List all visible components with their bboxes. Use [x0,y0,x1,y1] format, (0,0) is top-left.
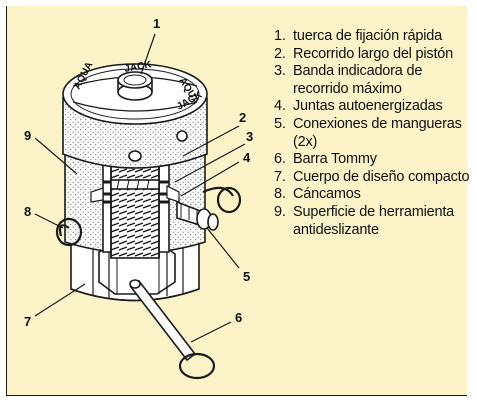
legend-number: 9. [274,203,286,220]
aqua-jack-illustration: AQUA JACK AQUA JACK 1 2 3 4 5 6 7 8 9 [24,16,253,380]
callout-9: 9 [24,128,31,143]
legend-number: 1. [274,28,286,44]
callout-4: 4 [243,150,251,165]
legend-item: 2. Recorrido largo del pistón [274,46,477,64]
legend-text: Barra Tommy [293,151,377,168]
callout-3: 3 [246,129,253,144]
legend-number: 8. [274,186,286,203]
legend-text: Cuerpo de diseño compacto [293,168,470,185]
legend-item: 9. Superficie de herramienta antideslizan… [274,204,477,239]
legend-text: Conexiones de mangueras (2x) [293,115,462,150]
legend-number: 2. [274,45,286,62]
legend-text: tuerca de fijación rápida [293,28,442,44]
callout-5: 5 [243,269,250,284]
legend-number: 5. [274,115,286,132]
legend-item: 1. tuerca de fijación rápida [274,28,477,46]
legend-text: Cáncamos [293,186,361,203]
leader-lines [34,33,246,343]
diagram-panel: AQUA JACK AQUA JACK 1 2 3 4 5 6 7 8 9 1.… [6,6,470,396]
legend-item: 4. Juntas autoenergizadas [274,98,477,116]
legend-item: 8. Cáncamos [274,186,477,204]
engraving-top: JACK [124,59,153,75]
legend-text: Recorrido largo del pistón [293,45,454,62]
callout-8: 8 [24,204,31,219]
legend-number: 4. [274,98,286,115]
jack-body [55,63,242,380]
callout-2: 2 [239,110,246,125]
legend-item: 5. Conexiones de mangueras (2x) [274,116,477,151]
legend-number: 3. [274,63,286,80]
legend-item: 3. Banda indicadora de recorrido máximo [274,63,477,98]
legend-text: Superficie de herramienta antideslizante [293,203,455,238]
legend-text: Juntas autoenergizadas [293,98,443,115]
callout-7: 7 [24,314,31,329]
legend-item: 6. Barra Tommy [274,151,477,169]
legend-item: 7. Cuerpo de diseño compacto [274,169,477,187]
callout-6: 6 [235,310,242,325]
legend-text: Banda indicadora de recorrido máximo [293,63,423,97]
legend-number: 7. [274,168,286,185]
parts-legend: 1. tuerca de fijación rápida 2. Recorrido … [274,28,477,239]
callout-1: 1 [153,16,160,31]
legend-number: 6. [274,151,286,168]
